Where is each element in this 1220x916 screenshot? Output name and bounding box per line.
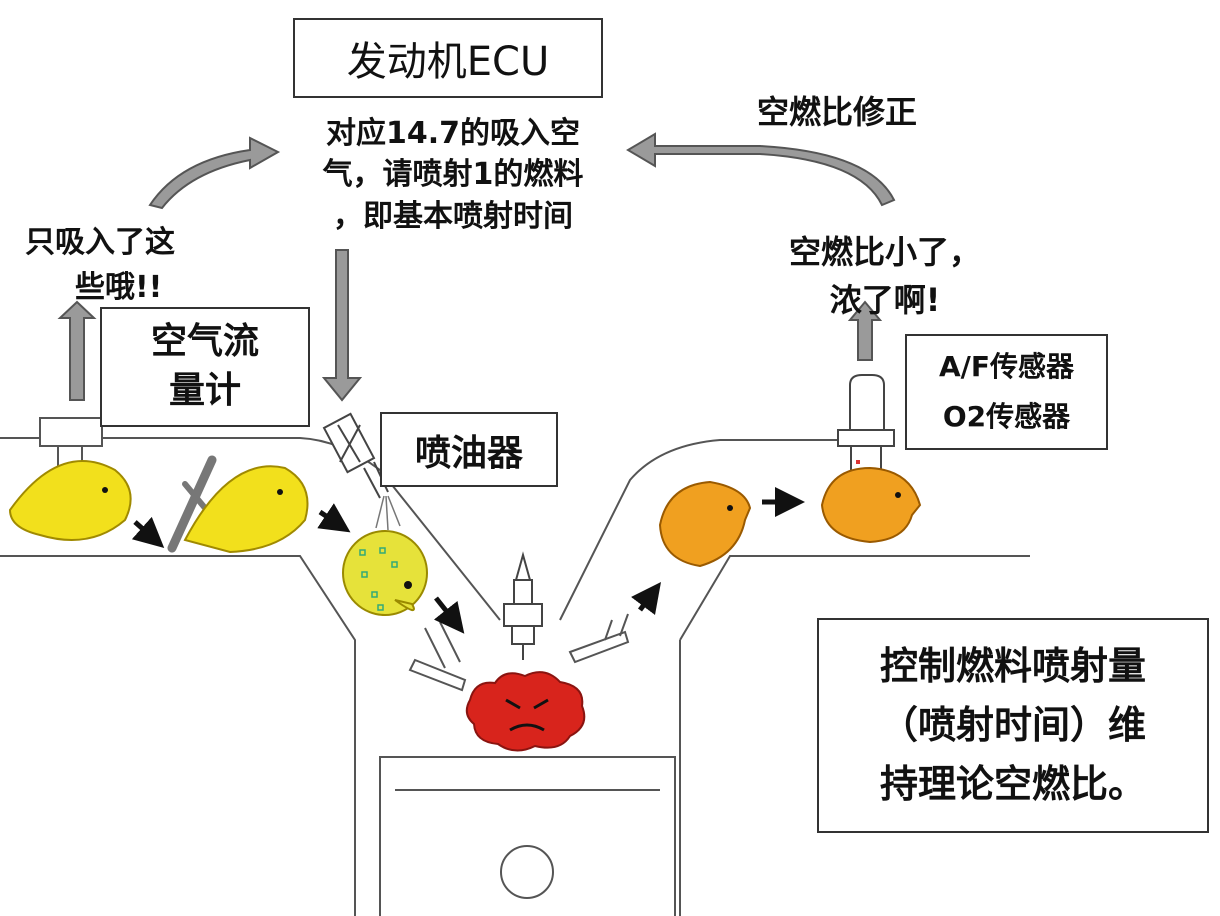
exhaust-valve xyxy=(568,613,630,664)
sensor-box: A/F传感器 O2传感器 xyxy=(905,334,1108,450)
air-character-2 xyxy=(183,465,309,554)
control-summary-box: 控制燃料喷射量 （喷射时间）维 持理论空燃比。 xyxy=(817,618,1209,833)
air-intake-speech: 只吸入了这 些哦!! xyxy=(25,220,225,310)
combustion-character xyxy=(465,671,586,752)
o2-sensor-label: O2传感器 xyxy=(942,400,1071,433)
ecu-title: 发动机ECU xyxy=(346,39,550,85)
control-line-2: （喷射时间）维 xyxy=(879,703,1146,748)
spark-plug-icon xyxy=(503,551,543,660)
piston-pin xyxy=(500,845,554,899)
flow-arrows xyxy=(131,487,805,634)
control-line-1: 控制燃料喷射量 xyxy=(879,644,1146,689)
rich-speech-line-2: 浓了啊! xyxy=(829,281,941,319)
air-flow-meter-box: 空气流 量计 xyxy=(100,307,310,427)
fuel-injector-icon xyxy=(322,412,389,499)
exhaust-port xyxy=(559,439,1030,916)
air-intake-speech-line-2: 些哦!! xyxy=(75,270,163,305)
mixture-character xyxy=(342,530,428,616)
intake-valve xyxy=(408,621,467,692)
ecu-message-line-2: 气，请喷射1的燃料 xyxy=(322,157,584,193)
injector-box: 喷油器 xyxy=(380,412,558,487)
ecu-message-line-1: 对应14.7的吸入空 xyxy=(325,116,581,151)
exhaust-character-1 xyxy=(658,480,752,568)
cylinder xyxy=(354,700,676,916)
injector-label: 喷油器 xyxy=(414,432,523,474)
rich-speech-line-1: 空燃比小了， xyxy=(788,233,981,271)
ecu-box: 发动机ECU xyxy=(293,18,603,98)
exhaust-character-2 xyxy=(820,466,922,544)
rich-mixture-speech: 空燃比小了， 浓了啊! xyxy=(780,228,990,324)
ecu-message-line-3: ，即基本喷射时间 xyxy=(333,198,573,234)
af-sensor-label: A/F传感器 xyxy=(938,349,1075,383)
fuel-spray xyxy=(375,495,401,531)
air-fuel-correction-label: 空燃比修正 xyxy=(757,93,918,131)
grey-arrows xyxy=(57,132,896,402)
throttle-valve xyxy=(167,455,217,553)
air-character-1 xyxy=(8,460,132,541)
control-line-3: 持理论空燃比。 xyxy=(879,761,1146,806)
air-flow-meter-line-1: 空气流 xyxy=(150,321,259,363)
air-flow-meter-line-2: 量计 xyxy=(168,370,241,411)
ecu-message: 对应14.7的吸入空 气，请喷射1的燃料 ，即基本喷射时间 xyxy=(303,113,603,237)
air-intake-speech-line-1: 只吸入了这 xyxy=(25,225,175,260)
